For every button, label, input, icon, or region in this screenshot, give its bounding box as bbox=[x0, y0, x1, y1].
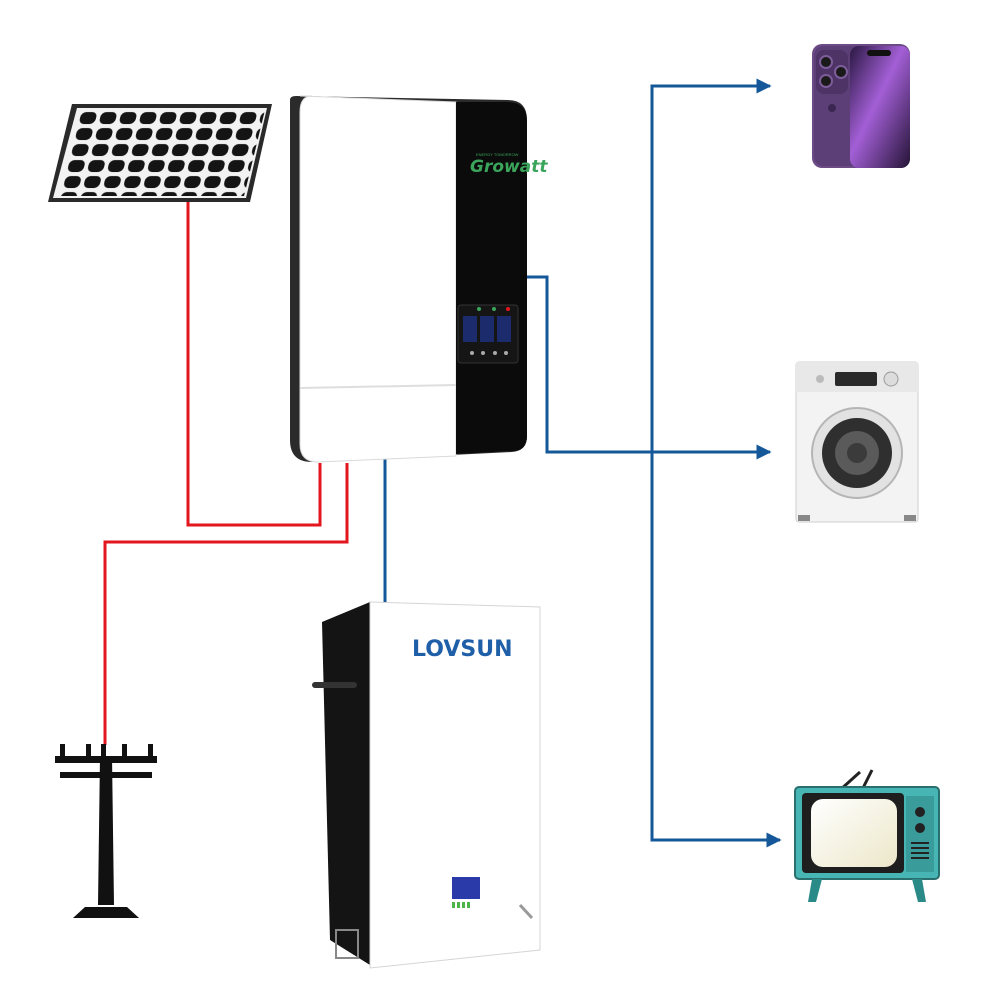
solar-panel-icon bbox=[48, 104, 272, 202]
solar-to-inverter-wire bbox=[186, 200, 322, 527]
load-bus-phone-wire bbox=[650, 78, 772, 452]
ac-wires bbox=[103, 200, 349, 745]
inverter-to-load-wire bbox=[527, 275, 772, 460]
smartphone-icon bbox=[812, 44, 910, 168]
load-bus-tv-wire bbox=[650, 452, 782, 848]
battery-brand: LOVSUN bbox=[412, 637, 513, 662]
dc-wires bbox=[383, 78, 782, 848]
inverter-display bbox=[457, 304, 519, 364]
inverter-tagline: ENERGY TOMORROW bbox=[476, 152, 519, 157]
television-icon bbox=[794, 769, 940, 902]
inverter: Growatt ENERGY TOMORROW bbox=[290, 95, 548, 463]
washing-machine-icon bbox=[795, 361, 919, 523]
battery: LOVSUN bbox=[312, 601, 541, 969]
battery-indicators bbox=[452, 902, 470, 908]
grid-to-inverter-wire bbox=[103, 463, 349, 745]
battery-display bbox=[452, 877, 480, 899]
inverter-front-panel bbox=[456, 102, 527, 454]
utility-pole-icon bbox=[55, 744, 157, 918]
inverter-brand: Growatt bbox=[470, 157, 548, 177]
